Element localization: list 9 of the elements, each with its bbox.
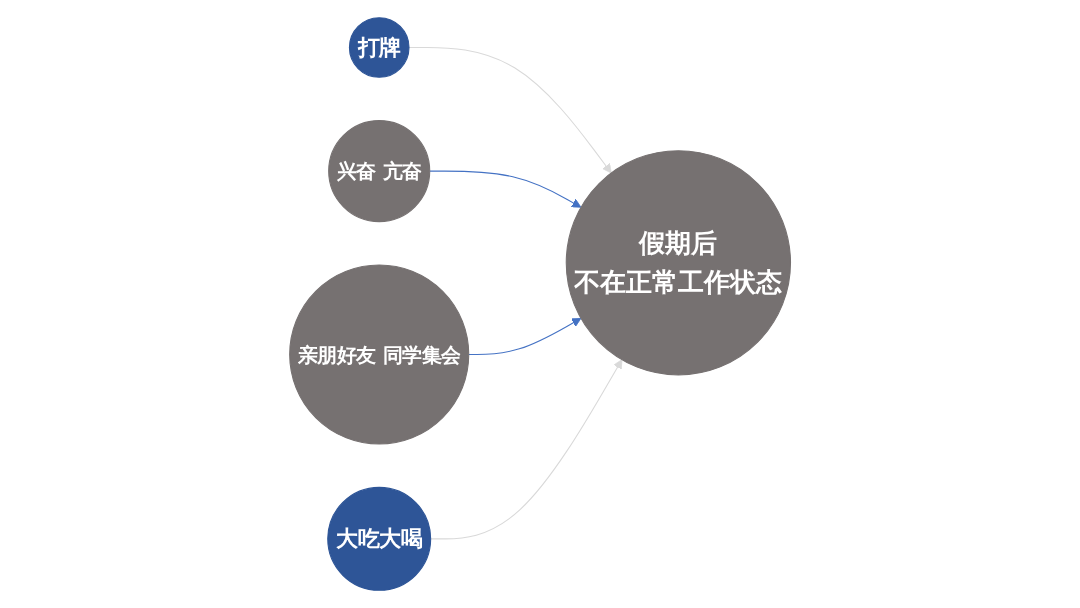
arrow xyxy=(430,359,623,540)
arrow xyxy=(468,317,582,356)
node-circle: 亲朋好友 同学集会 xyxy=(289,264,470,445)
node-circle: 打牌 xyxy=(348,17,410,78)
node-circle: 大吃大喝 xyxy=(327,486,432,591)
arrow xyxy=(429,170,582,208)
node-circle: 兴奋 亢奋 xyxy=(328,120,431,223)
arrow xyxy=(408,46,612,174)
node-circle: 假期后 不在正常工作状态 xyxy=(565,150,791,376)
